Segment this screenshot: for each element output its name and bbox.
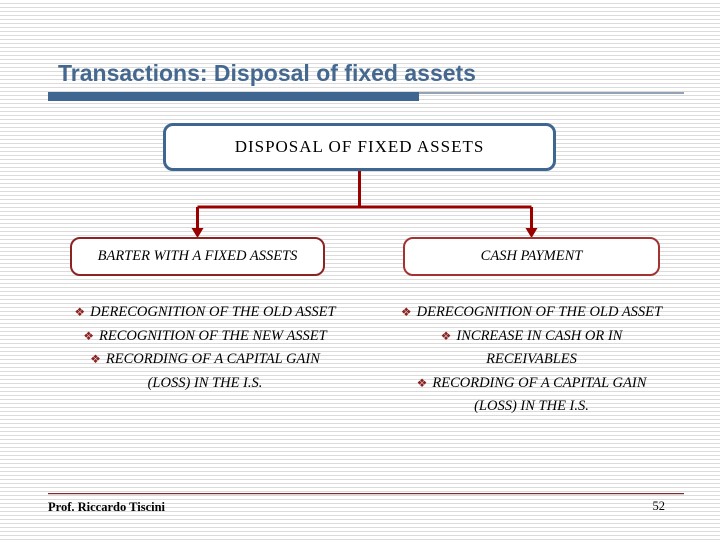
bullet-item-text: RECEIVABLES <box>486 351 577 367</box>
page-number: 52 <box>652 499 666 513</box>
bullet-item-text: (LOSS) IN THE I.S. <box>474 398 589 414</box>
bullet-item-line: ❖ RECORDING OF A CAPITAL GAIN <box>40 348 370 372</box>
footer-author: Prof. Riccardo Tiscini <box>48 500 166 514</box>
bullet-item-line: ❖ DERECOGNITION OF THE OLD ASSET <box>374 301 689 325</box>
diamond-bullet-icon: ❖ <box>400 305 412 319</box>
bullet-item-text: INCREASE IN CASH OR IN <box>456 327 623 344</box>
bullet-item-line: ❖ INCREASE IN CASH OR IN <box>374 325 689 349</box>
bullet-item-text: (LOSS) IN THE I.S. <box>147 374 263 391</box>
bullet-item-text: RECOGNITION OF THE NEW ASSET <box>99 327 327 344</box>
connector-path <box>196 171 533 229</box>
bullet-item-line: ❖ RECORDING OF A CAPITAL GAIN <box>374 372 689 396</box>
bullet-item-text: DERECOGNITION OF THE OLD ASSET <box>90 304 336 320</box>
bullet-item-wrap-line: RECEIVABLES <box>374 348 689 372</box>
branch-box-cash-payment: CASH PAYMENT <box>403 237 660 276</box>
bullet-item-wrap-line: (LOSS) IN THE I.S. <box>374 395 689 419</box>
branch-right-label: CASH PAYMENT <box>480 248 583 264</box>
title-underline-bar <box>48 92 419 101</box>
bullet-item-wrap-line: (LOSS) IN THE I.S. <box>40 372 370 396</box>
bullet-item-text: RECORDING OF A CAPITAL GAIN <box>432 374 647 391</box>
diamond-bullet-icon: ❖ <box>83 328 95 343</box>
diamond-bullet-icon: ❖ <box>416 375 428 390</box>
title-underline-thin-line <box>419 92 684 94</box>
bullet-list-cash-payment: ❖ DERECOGNITION OF THE OLD ASSET ❖ INCREASE… <box>374 301 689 419</box>
root-box-disposal-of-fixed-assets: DISPOSAL OF FIXED ASSETS <box>163 123 556 171</box>
footer-divider-line <box>48 493 684 495</box>
branch-left-label: BARTER WITH A FIXED ASSETS <box>97 248 298 264</box>
bullet-item-text: RECORDING OF A CAPITAL GAIN <box>105 351 320 367</box>
branch-box-barter: BARTER WITH A FIXED ASSETS <box>70 237 325 276</box>
bullet-item-text: DERECOGNITION OF THE OLD ASSET <box>416 304 663 320</box>
diamond-bullet-icon: ❖ <box>90 352 101 366</box>
bullet-item-line: ❖ RECOGNITION OF THE NEW ASSET <box>40 325 370 349</box>
slide-title: Transactions: Disposal of fixed assets <box>58 60 476 86</box>
bullet-list-barter: ❖ DERECOGNITION OF THE OLD ASSET ❖ RECOGNIT… <box>40 301 370 395</box>
bullet-item-line: ❖ DERECOGNITION OF THE OLD ASSET <box>40 301 370 325</box>
diamond-bullet-icon: ❖ <box>74 305 86 319</box>
diamond-bullet-icon: ❖ <box>440 328 452 343</box>
root-box-label: DISPOSAL OF FIXED ASSETS <box>234 137 485 156</box>
